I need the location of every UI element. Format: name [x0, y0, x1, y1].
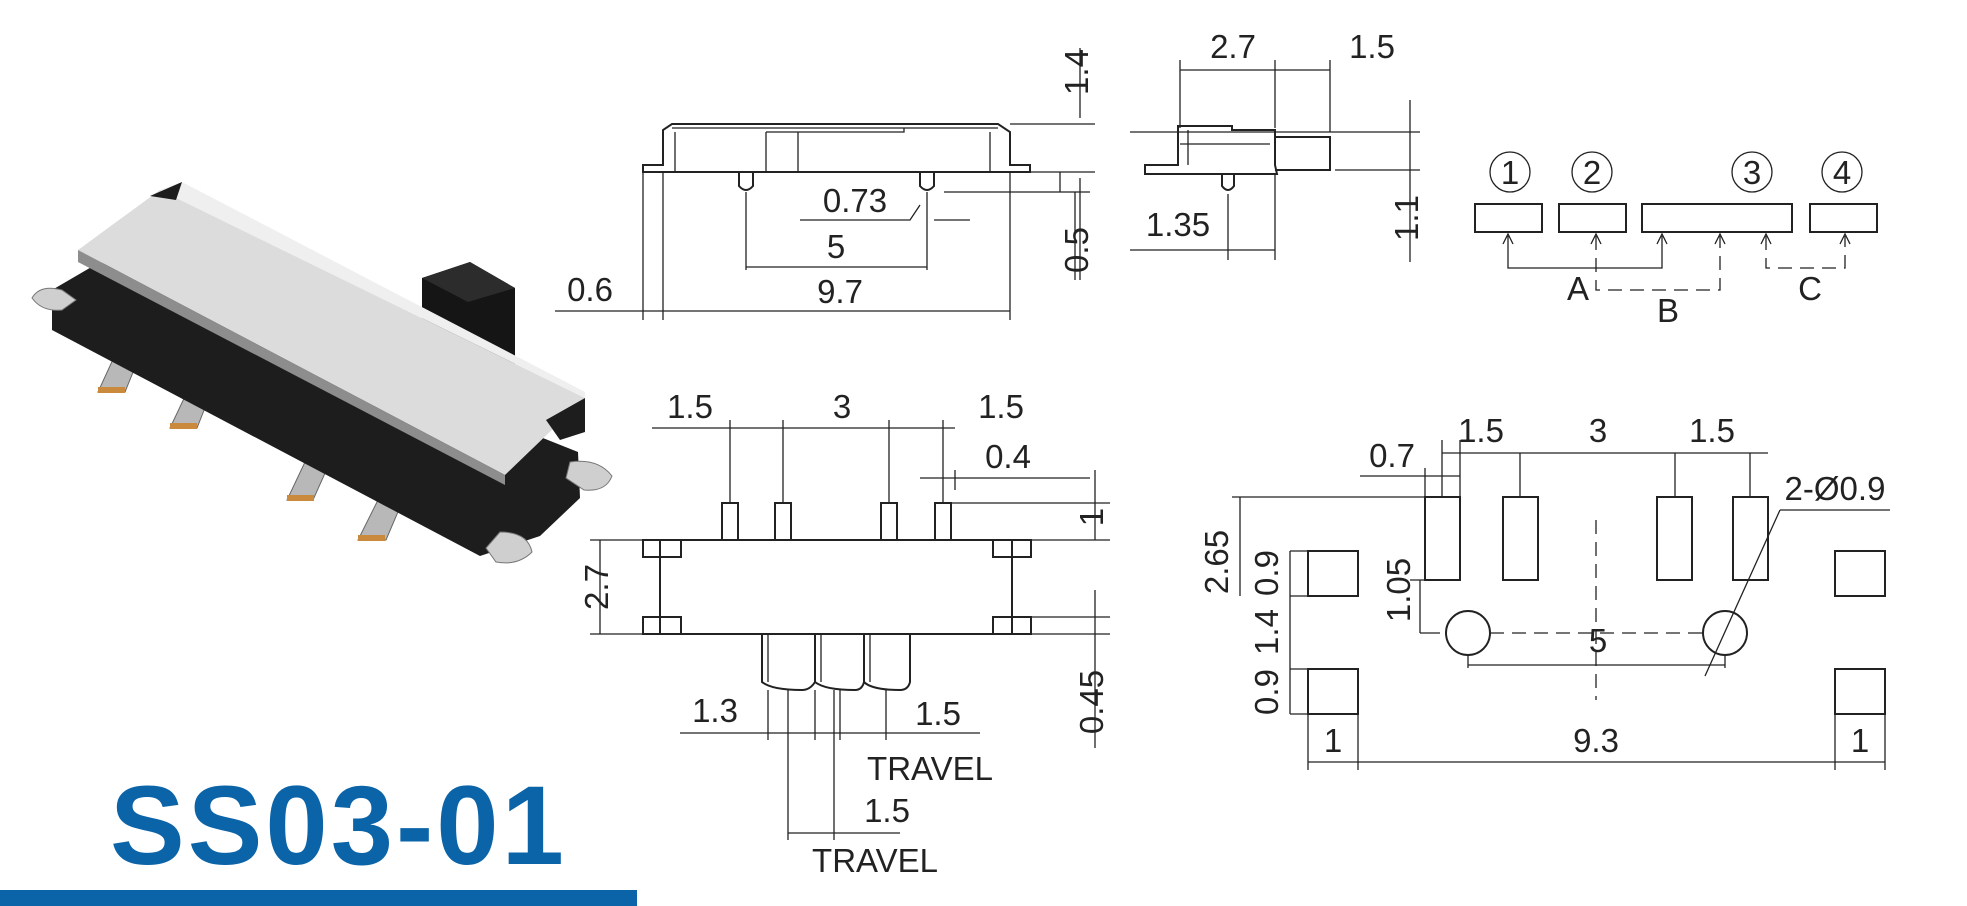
- mount-tab-right-bottom: [485, 531, 533, 564]
- top-view-dimension-lines: [590, 420, 1110, 840]
- contact-terminal-4: [1809, 203, 1878, 233]
- dim-pcb-pitch-left: 1.5: [1458, 412, 1504, 449]
- mount-tab-left: [31, 287, 77, 311]
- group-label-c: C: [1798, 270, 1822, 307]
- end-view: 2.7 1.5 1.35 1.1: [1130, 28, 1425, 262]
- top-view-pin-3: [880, 502, 898, 541]
- mount-tab-right-top: [565, 460, 613, 491]
- travel-label-2: TRAVEL: [812, 842, 938, 879]
- pcb-layout: 0.7 1.5 3 1.5 2-Ø0.9 2.65 0.9 1.05 1.4 0…: [1198, 412, 1890, 770]
- metal-shell: [78, 190, 585, 475]
- dim-pcb-pad-width: 0.7: [1369, 437, 1415, 474]
- dim-pcb-hole-spacing: 5: [1589, 622, 1607, 659]
- pcb-mount-pad-bottom-right: [1834, 668, 1886, 715]
- top-view-body: [659, 539, 1013, 635]
- top-view: 1.5 3 1.5 0.4 1 2.7 0.45 1.3 1.5 1.5 TRA…: [578, 388, 1110, 879]
- contact-slider-bar: [1641, 203, 1793, 233]
- top-view-pin-2: [774, 502, 792, 541]
- dim-side-pin-pitch: 5: [827, 228, 845, 265]
- side-view: 1.4 0.73 5 0.5 0.6 9.7: [555, 48, 1095, 320]
- dim-top-travel-1: 1.5: [915, 695, 961, 732]
- dim-top-pin-end-right: 1.5: [978, 388, 1024, 425]
- title-underline-bar: [0, 890, 637, 906]
- dim-pcb-overall-height: 2.65: [1198, 530, 1235, 594]
- pcb-hole-left: [1445, 610, 1491, 656]
- pin-number-4: 4: [1833, 154, 1851, 191]
- dim-pcb-pitch-right: 1.5: [1689, 412, 1735, 449]
- pcb-mount-pad-bottom-left: [1307, 668, 1359, 715]
- side-view-dimension-lines: [555, 48, 1095, 320]
- dim-pcb-mount-pad-bottom: 0.9: [1248, 669, 1285, 715]
- dim-end-actuator-height: 1.1: [1388, 195, 1425, 241]
- travel-label-1: TRAVEL: [867, 750, 993, 787]
- contact-terminal-1: [1474, 203, 1543, 233]
- dim-end-actuator: 1.5: [1349, 28, 1395, 65]
- dim-pcb-overall-width: 9.3: [1573, 722, 1619, 759]
- dim-top-actuator-width: 1.3: [692, 692, 738, 729]
- model-title: SS03-01: [110, 763, 567, 888]
- pcb-mount-pad-top-right: [1834, 550, 1886, 597]
- dim-pcb-mount-pad-top: 0.9: [1248, 550, 1285, 596]
- pcb-pad-4: [1732, 496, 1769, 581]
- dim-side-length: 9.7: [817, 273, 863, 310]
- dim-top-pin-length: 1: [1073, 508, 1110, 526]
- dim-side-pin-width: 0.73: [823, 182, 887, 219]
- dim-side-pin-height: 0.5: [1058, 227, 1095, 273]
- dim-end-width: 2.7: [1210, 28, 1256, 65]
- top-view-actuator: [761, 634, 911, 692]
- switch-body: [52, 262, 580, 556]
- top-view-pin-1: [721, 502, 739, 541]
- dim-side-offset: 0.6: [567, 271, 613, 308]
- pin-number-2: 2: [1583, 154, 1601, 191]
- dim-pcb-mount-pad-width-left: 1: [1324, 722, 1342, 759]
- pin-number-3: 3: [1743, 154, 1761, 191]
- dim-pcb-hole-diameter: 2-Ø0.9: [1785, 470, 1886, 507]
- pcb-dimension-lines: [1232, 440, 1890, 770]
- group-label-a: A: [1567, 270, 1589, 307]
- pcb-pad-1: [1424, 496, 1461, 581]
- dim-pcb-pitch-center: 3: [1589, 412, 1607, 449]
- circuit-diagram: 1 2 3 4 A B C: [1474, 151, 1878, 329]
- dim-pcb-mount-pad-width-right: 1: [1851, 722, 1869, 759]
- dim-side-height: 1.4: [1058, 49, 1095, 95]
- dim-top-travel-2: 1.5: [864, 792, 910, 829]
- dim-end-pin-offset: 1.35: [1146, 206, 1210, 243]
- group-label-b: B: [1657, 292, 1679, 329]
- top-view-pin-4: [934, 502, 952, 541]
- dim-top-pin-end-left: 1.5: [667, 388, 713, 425]
- dim-top-pin-pitch: 3: [833, 388, 851, 425]
- dim-top-tab-height: 0.45: [1073, 670, 1110, 734]
- pin-number-1: 1: [1501, 154, 1519, 191]
- dim-pcb-mount-gap: 1.4: [1248, 609, 1285, 655]
- switch-product-photo: [31, 182, 613, 564]
- pcb-pad-3: [1656, 496, 1693, 581]
- pcb-pad-2: [1502, 496, 1539, 581]
- dim-top-pin-width: 0.4: [985, 438, 1031, 475]
- pcb-mount-pad-top-left: [1307, 550, 1359, 597]
- end-view-dimension-lines: [1130, 60, 1420, 262]
- dim-top-body-width: 2.7: [578, 564, 615, 610]
- contact-terminal-2: [1558, 203, 1627, 233]
- dim-pcb-pad-to-hole: 1.05: [1380, 558, 1417, 622]
